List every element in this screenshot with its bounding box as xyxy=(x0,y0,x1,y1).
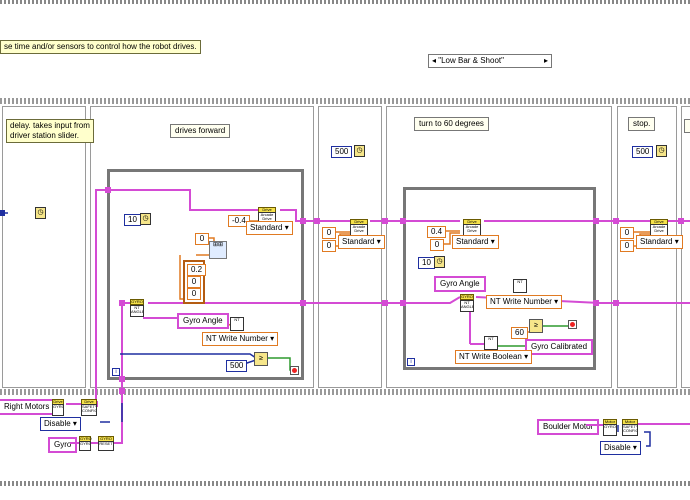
const-stop-0b[interactable]: 0 xyxy=(620,240,634,252)
enum-nt-write-number-a[interactable]: NT Write Number ▾ xyxy=(202,332,279,346)
delay-comment-line1: delay. takes input from xyxy=(10,121,90,130)
build-array-icon: ⊞⊞ xyxy=(209,241,227,259)
tunnel xyxy=(0,210,5,216)
tunnel xyxy=(105,187,111,193)
const-wait-500-a[interactable]: 500 xyxy=(226,360,248,372)
enum-nt-write-number-b[interactable]: NT Write Number ▾ xyxy=(486,295,563,309)
enum-nt-write-boolean[interactable]: NT Write Boolean ▾ xyxy=(455,350,533,364)
wait-ms-icon: ◷ xyxy=(656,145,667,157)
tunnel xyxy=(613,300,619,306)
array-constant[interactable]: 0.2 0 0 xyxy=(183,260,207,304)
nt-write-vi-a[interactable]: NT xyxy=(230,317,244,331)
frame-label-turn: turn to 60 degrees xyxy=(414,117,489,131)
tunnel xyxy=(119,376,125,382)
tunnel xyxy=(300,218,306,224)
frame-label-stop: stop. xyxy=(628,117,656,131)
wait-ms-icon: ◷ xyxy=(354,145,365,157)
string-gyro-angle-b[interactable]: Gyro Angle xyxy=(434,276,486,292)
const-turn-04[interactable]: 0.4 xyxy=(427,226,447,238)
delay-comment: delay. takes input from driver station s… xyxy=(6,119,94,143)
nt-write-vi-b[interactable]: NT xyxy=(513,279,527,293)
wait-ms-icon: ◷ xyxy=(35,207,46,219)
loop-stop-condition-drive[interactable] xyxy=(290,366,299,375)
motor-safety-vi[interactable]: GYRO xyxy=(603,424,617,436)
tunnel xyxy=(382,218,388,224)
string-gyro[interactable]: Gyro xyxy=(48,437,78,453)
const-zero-c[interactable]: 0 xyxy=(322,240,336,252)
motor-safety-config-vi[interactable]: SAFETY CONFIG xyxy=(622,424,638,436)
delay-comment-line2: driver station slider. xyxy=(10,131,79,140)
iteration-terminal-drive: i xyxy=(112,368,120,376)
tunnel xyxy=(382,300,388,306)
tunnel xyxy=(119,300,125,306)
filmstrip-bottom xyxy=(0,481,690,486)
loop-stop-condition-turn[interactable] xyxy=(568,320,577,329)
string-boulder-motor[interactable]: Boulder Motor xyxy=(537,419,600,435)
gyro-get-angle-vi[interactable]: NT ANGLE xyxy=(460,300,474,312)
const-wait-10-b[interactable]: 10 xyxy=(418,257,435,269)
array-el-0a[interactable]: 0 xyxy=(187,276,201,288)
string-right-motors[interactable]: Right Motors xyxy=(0,399,56,415)
arcade-drive-vi[interactable]: Arcade Drive xyxy=(463,224,481,236)
enum-disable-b[interactable]: Disable ▾ xyxy=(600,441,641,455)
gyro-reset-vi[interactable]: RESET xyxy=(98,441,114,451)
string-gyro-calibrated[interactable]: Gyro Calibrated xyxy=(525,339,594,355)
tunnel xyxy=(400,218,406,224)
iteration-terminal-turn: i xyxy=(407,358,415,366)
tunnel xyxy=(593,218,599,224)
tunnel xyxy=(613,218,619,224)
case-selector-value: "Low Bar & Shoot" xyxy=(438,56,504,65)
const-wait-500-b[interactable]: 500 xyxy=(331,146,353,158)
wait-ms-icon: ◷ xyxy=(434,256,445,268)
array-el-0b[interactable]: 0 xyxy=(187,288,201,300)
case-selector[interactable]: ◂ "Low Bar & Shoot" ▸ xyxy=(428,54,552,68)
gyro-vi-head: GYRO xyxy=(460,294,474,300)
wait-ms-icon: ◷ xyxy=(140,213,151,225)
enum-standard-b[interactable]: Standard ▾ xyxy=(338,235,385,249)
frame-delay xyxy=(2,106,86,388)
const-stop-500[interactable]: 500 xyxy=(632,146,654,158)
sequence-border-top xyxy=(0,98,690,104)
filmstrip-top xyxy=(0,0,690,4)
nt-write-vi-c[interactable]: NT xyxy=(484,336,498,350)
gyro-open-vi[interactable]: GYRO xyxy=(79,441,91,451)
case-selector-next[interactable]: ▸ xyxy=(543,56,548,65)
drive-safety-vi[interactable]: GYRO xyxy=(52,404,64,416)
case-selector-prev[interactable]: ◂ xyxy=(432,56,437,65)
gyro-get-angle-vi[interactable]: NT ANGLE xyxy=(130,305,144,317)
tunnel xyxy=(314,218,320,224)
header-comment: se time and/or sensors to control how th… xyxy=(0,40,201,54)
greater-or-equal-icon: ≥ xyxy=(254,352,268,366)
enum-standard-d[interactable]: Standard ▾ xyxy=(636,235,683,249)
const-zero-a[interactable]: 0 xyxy=(195,233,209,245)
enum-disable-a[interactable]: Disable ▾ xyxy=(40,417,81,431)
enum-standard-a[interactable]: Standard ▾ xyxy=(246,221,293,235)
const-wait-10-a[interactable]: 10 xyxy=(124,214,141,226)
const-stop-0a[interactable]: 0 xyxy=(620,227,634,239)
greater-or-equal-icon: ≥ xyxy=(529,319,543,333)
string-gyro-angle-a[interactable]: Gyro Angle xyxy=(177,313,229,329)
tunnel xyxy=(300,300,306,306)
const-sixty[interactable]: 60 xyxy=(511,327,528,339)
sequence-border-bottom xyxy=(0,389,690,395)
const-zero-b[interactable]: 0 xyxy=(322,227,336,239)
tunnel xyxy=(400,300,406,306)
array-el-02[interactable]: 0.2 xyxy=(187,264,207,276)
safety-config-vi[interactable]: SAFETY CONFIG xyxy=(81,404,97,416)
frame-label-drives-forward: drives forward xyxy=(170,124,231,138)
enum-standard-c[interactable]: Standard ▾ xyxy=(452,235,499,249)
tunnel xyxy=(593,300,599,306)
tunnel xyxy=(678,218,684,224)
tunnel xyxy=(119,388,125,394)
gyro-vi-head: GYRO xyxy=(130,299,144,305)
frame-label-next-edge xyxy=(684,119,690,133)
const-turn-0[interactable]: 0 xyxy=(430,239,444,251)
